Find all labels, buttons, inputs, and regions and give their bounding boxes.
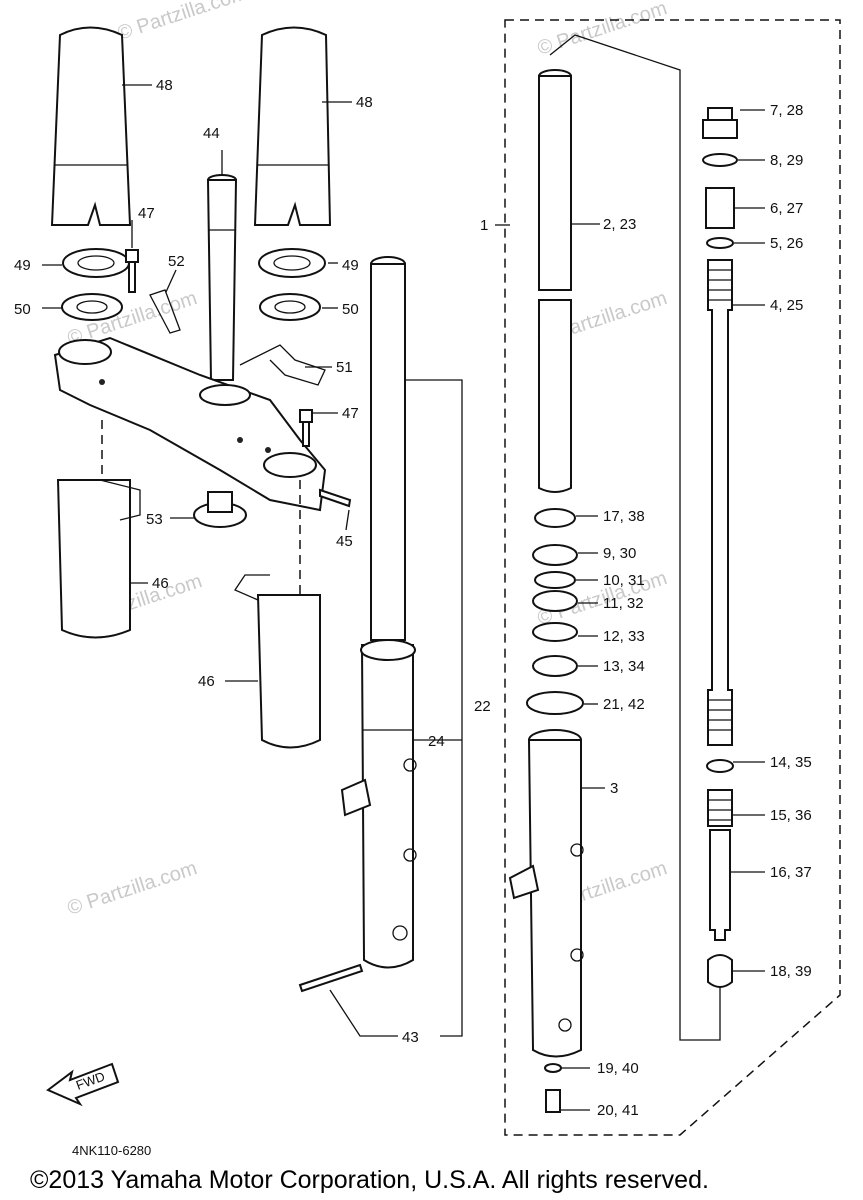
part-18	[707, 954, 733, 988]
callout-18-39: 18, 39	[770, 963, 812, 980]
bolt-45	[319, 488, 352, 508]
seal-49-left	[62, 248, 130, 278]
washer-50-left	[61, 293, 123, 321]
lower-bracket	[53, 336, 327, 512]
fork-boot-left	[50, 26, 132, 226]
copyright-notice: ©2013 Yamaha Motor Corporation, U.S.A. A…	[30, 1166, 709, 1194]
bolt-47-top	[125, 249, 139, 293]
assembly-1-outline	[504, 19, 841, 1136]
callout-17-38: 17, 38	[603, 508, 645, 525]
outer-tube-3	[508, 729, 584, 1058]
diagram-code: 4NK110-6280	[72, 1143, 151, 1158]
bracket-51	[239, 344, 326, 386]
part-14	[706, 759, 734, 773]
outer-tube-24	[340, 639, 417, 969]
cover-46-left	[56, 479, 141, 639]
callout-53: 53	[146, 511, 163, 528]
callout-52: 52	[168, 253, 185, 270]
washer-19	[544, 1063, 562, 1073]
seal-49-right	[258, 248, 326, 278]
callout-50-right: 50	[342, 301, 359, 318]
callout-8-29: 8, 29	[770, 152, 803, 169]
bolt-43	[298, 963, 364, 993]
nut-53	[193, 491, 247, 528]
callout-49-left: 49	[14, 257, 31, 274]
callout-14-35: 14, 35	[770, 754, 812, 771]
part-9	[532, 544, 578, 566]
callout-46-right: 46	[198, 673, 215, 690]
callout-13-34: 13, 34	[603, 658, 645, 675]
callout-12-33: 12, 33	[603, 628, 645, 645]
fwd-arrow-icon: FWD	[46, 1062, 120, 1107]
part-17	[534, 508, 576, 528]
callout-21-42: 21, 42	[603, 696, 645, 713]
fork-boot-right	[253, 26, 332, 226]
callout-20-41: 20, 41	[597, 1102, 639, 1119]
leader-lines	[42, 84, 765, 1111]
callout-49-right: 49	[342, 257, 359, 274]
bolt-47-right	[299, 409, 313, 447]
damper-rod-16	[709, 829, 731, 941]
callout-24: 24	[428, 733, 445, 750]
fork-tube-2	[538, 69, 572, 493]
part-21	[526, 691, 584, 715]
callout-9-30: 9, 30	[603, 545, 636, 562]
assembly-1-inner-line	[549, 34, 721, 1041]
callout-2-23: 2, 23	[603, 216, 636, 233]
leader-43	[329, 989, 398, 1037]
callout-45: 45	[336, 533, 353, 550]
spacer-6	[705, 187, 735, 229]
cover-46-right	[234, 574, 321, 749]
part-11	[532, 590, 578, 612]
spring-4	[707, 259, 733, 746]
callout-22: 22	[474, 698, 491, 715]
callout-1: 1	[480, 217, 488, 234]
callout-labels: 48 48 44 47 49 52 49 50 50 51 47 53 45 4…	[14, 77, 812, 1119]
part-15	[707, 789, 733, 827]
callout-11-32: 11, 32	[603, 595, 644, 612]
washer-50-right	[259, 293, 321, 321]
callout-47-top: 47	[138, 205, 155, 222]
callout-16-37: 16, 37	[770, 864, 812, 881]
callout-6-27: 6, 27	[770, 200, 803, 217]
steering-stem-44	[206, 174, 238, 381]
callout-3: 3	[610, 780, 618, 797]
callout-4-25: 4, 25	[770, 297, 803, 314]
part-13	[532, 655, 578, 677]
callout-19-40: 19, 40	[597, 1060, 639, 1077]
callout-46-left: 46	[152, 575, 169, 592]
leader-22	[405, 379, 463, 1037]
part-12	[532, 622, 578, 642]
callout-50-left: 50	[14, 301, 31, 318]
callout-44: 44	[203, 125, 220, 142]
part-10	[534, 571, 576, 589]
callout-48-right: 48	[356, 94, 373, 111]
clip-52	[149, 289, 181, 334]
inner-tube-22	[370, 256, 406, 641]
callout-5-26: 5, 26	[770, 235, 803, 252]
callout-48-left: 48	[156, 77, 173, 94]
callout-51: 51	[336, 359, 353, 376]
watermark-7: © Partzilla.com	[65, 857, 200, 920]
callout-7-28: 7, 28	[770, 102, 803, 119]
cap-bolt-7	[702, 107, 738, 139]
callout-10-31: 10, 31	[603, 572, 645, 589]
bolt-20	[545, 1089, 561, 1113]
callout-47-right: 47	[342, 405, 359, 422]
watermark-1: © Partzilla.com	[115, 0, 250, 45]
washer-5	[706, 237, 734, 249]
o-ring-8	[702, 153, 738, 167]
callout-15-36: 15, 36	[770, 807, 812, 824]
callout-43: 43	[402, 1029, 419, 1046]
